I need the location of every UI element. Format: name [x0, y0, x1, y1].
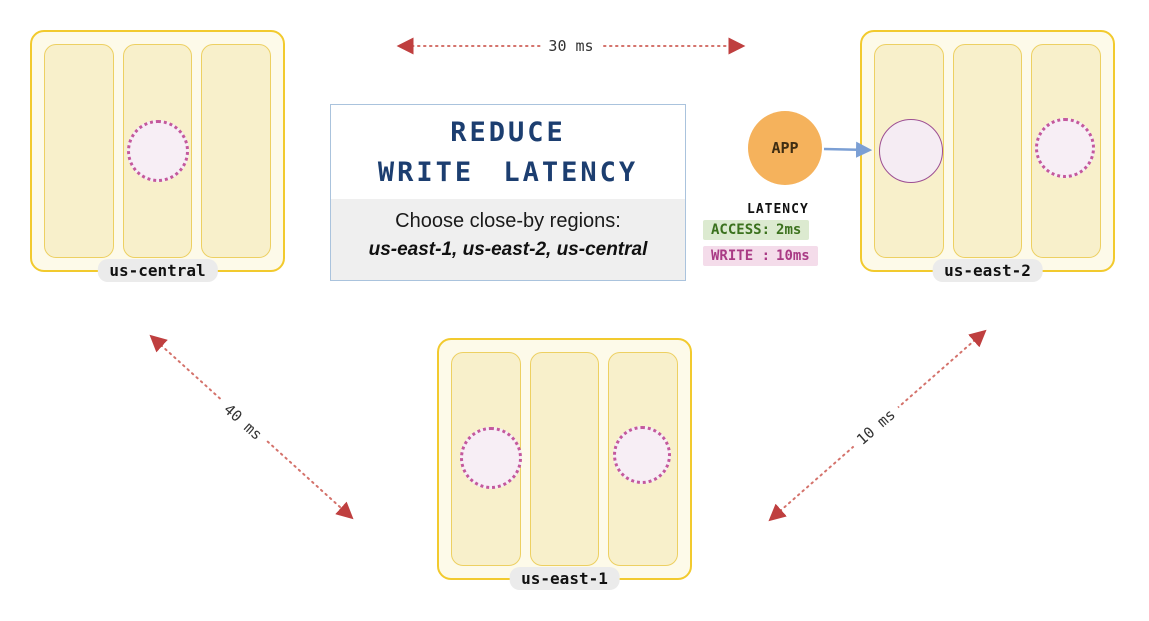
app-label: APP: [771, 139, 799, 157]
latency-label-10ms: 10 ms: [847, 400, 905, 454]
region-us-east-1: us-east-1: [437, 338, 692, 590]
db-node: [952, 44, 1023, 258]
replica-circle: [460, 427, 522, 489]
latency-label-40ms: 40 ms: [214, 395, 272, 449]
info-title-line2: WRITE LATENCY: [377, 157, 639, 188]
latency-row-write: WRITE : 10ms: [703, 246, 818, 266]
region-label-us-central: us-central: [97, 259, 218, 282]
replica-circle: [127, 120, 189, 182]
write-value: 10ms: [776, 248, 810, 264]
region-label-us-east-2: us-east-2: [932, 259, 1043, 282]
db-node: [201, 44, 272, 258]
replica-circle: [613, 426, 671, 484]
latency-panel-title: LATENCY: [747, 202, 809, 217]
write-target-circle: [879, 119, 943, 183]
db-node: [529, 352, 600, 566]
access-value: 2ms: [776, 222, 802, 238]
region-us-east-2: us-east-2: [860, 30, 1115, 282]
latency-label-30ms: 30 ms: [541, 37, 601, 55]
access-label: ACCESS:: [711, 222, 771, 238]
info-box-subtitle-area: Choose close-by regions: us-east-1, us-e…: [331, 199, 685, 280]
info-regions-list: us-east-1, us-east-2, us-central: [368, 239, 648, 260]
write-label: WRITE :: [711, 248, 771, 264]
db-node: [44, 44, 114, 258]
region-label-us-east-1: us-east-1: [509, 567, 620, 590]
info-subtitle: Choose close-by regions:: [395, 210, 621, 232]
app-circle: APP: [748, 111, 822, 185]
info-box-title: REDUCE WRITE LATENCY: [331, 105, 685, 193]
replica-circle: [1035, 118, 1095, 178]
region-us-central: us-central: [30, 30, 285, 282]
info-box: REDUCE WRITE LATENCY Choose close-by reg…: [330, 104, 686, 281]
latency-row-access: ACCESS: 2ms: [703, 220, 810, 240]
info-title-line1: REDUCE: [450, 117, 566, 148]
